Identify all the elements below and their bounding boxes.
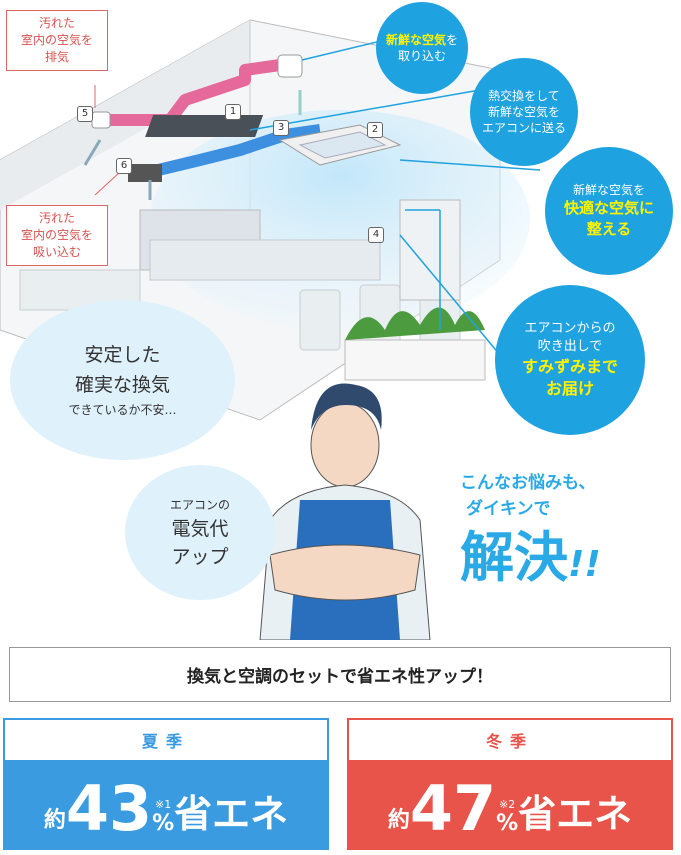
bubble-text: 熱交換をして [488,89,560,103]
solution-text: こんなお悩みも、 ダイキンで 解決!! [460,470,675,588]
marker-2: 2 [367,122,383,138]
summer-prefix: 約 [43,808,66,833]
winter-note: ※2 [499,798,516,811]
marker-6: 6 [116,158,132,174]
winter-value: 47 [409,772,497,845]
bubble-intake-fresh-air: 新鮮な空気を 取り込む [376,2,468,94]
winter-panel: 冬季 約 47 ※2 % 省エネ [347,718,673,850]
winter-unit: % [496,811,519,836]
callout-line: 汚れた [38,211,75,225]
solution-line: ダイキンで [466,499,551,519]
thought-text: できているか不安… [68,403,177,417]
intake-callout: 汚れた 室内の空気を 吸い込む [6,205,108,266]
bubble-text: エアコンに送る [481,121,566,135]
summer-unit: % [152,811,175,836]
callout-line: 室内の空気を [20,228,93,242]
bubble-text: 新鮮な空気を [572,183,645,197]
bubble-text: 新鮮な空気を [487,105,560,119]
winter-body: 約 47 ※2 % 省エネ [349,760,671,848]
thought-text: アップ [171,545,229,568]
summer-suffix: 省エネ [174,792,289,836]
bubble-text: 取り込む [397,49,446,63]
bubble-condition-air: 新鮮な空気を 快適な空気に 整える [545,147,673,275]
summer-value: 43 [65,772,153,845]
thought-electricity-cost: エアコンの 電気代 アップ [125,465,275,600]
bubble-heat-exchange: 熱交換をして 新鮮な空気を エアコンに送る [470,58,578,166]
callout-line: 排気 [44,50,69,64]
thought-text: 電気代 [171,517,229,540]
callout-line: 室内の空気を [20,33,93,47]
energy-saving-banner: 換気と空調のセットで省エネ性アップ！ [9,647,671,702]
marker-5: 5 [77,106,93,122]
bubble-text: エアコンからの [524,321,616,336]
bubble-highlight: お届け [545,379,594,398]
bubble-text: 吹き出しで [537,339,603,354]
thought-text: 安定した [84,344,161,366]
winter-suffix: 省エネ [518,792,633,836]
solution-mark: !! [568,544,601,585]
bubble-highlight: すみずみまで [521,357,618,376]
bubble-highlight: 新鮮な空気 [385,33,446,47]
bubble-text: を [446,33,459,47]
marker-4: 4 [368,227,384,243]
marker-1: 1 [225,104,241,120]
solution-big: 解決 [460,526,568,589]
winter-prefix: 約 [387,808,410,833]
summer-body: 約 43 ※1 % 省エネ [5,760,327,848]
thought-text: エアコンの [169,497,230,512]
thought-text: 確実な換気 [74,374,170,396]
bubble-highlight: 整える [586,220,632,238]
exhaust-callout: 汚れた 室内の空気を 排気 [6,10,108,71]
callout-line: 吸い込む [32,245,81,259]
summer-title: 夏季 [5,720,327,760]
solution-line: こんなお悩みも、 [460,473,596,493]
summer-panel: 夏季 約 43 ※1 % 省エネ [3,718,329,850]
winter-title: 冬季 [349,720,671,760]
callout-line: 汚れた [38,16,75,30]
bubble-distribute-air: エアコンからの 吹き出しで すみずみまで お届け [495,285,645,435]
thought-ventilation-worry: 安定した 確実な換気 できているか不安… [10,300,235,460]
summer-note: ※1 [155,798,172,811]
bubble-highlight: 快適な空気に [563,199,654,217]
marker-3: 3 [273,120,289,136]
